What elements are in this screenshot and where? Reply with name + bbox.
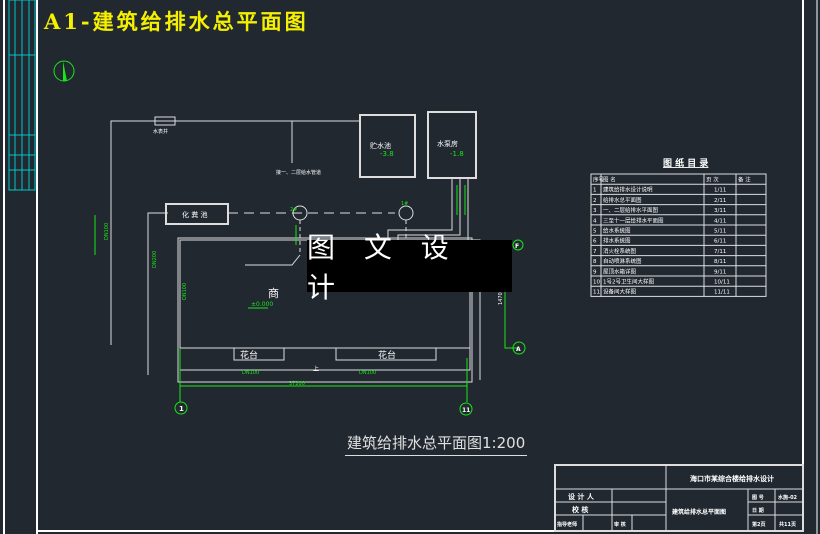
index-cell: 9 bbox=[593, 269, 597, 275]
frame bbox=[3, 0, 818, 534]
index-cell: 8 bbox=[593, 259, 597, 265]
dimension-value: 37200 bbox=[289, 381, 305, 387]
index-cell: 三至十一层给排水平面图 bbox=[603, 216, 664, 224]
index-cell: 建筑给排水设计说明 bbox=[603, 186, 653, 194]
index-cell: 10/11 bbox=[714, 280, 730, 286]
drawing-name: 建筑给排水总平面图 bbox=[672, 508, 726, 516]
index-cell: 7/11 bbox=[714, 249, 726, 255]
index-cell: 6 bbox=[593, 239, 597, 245]
watermark: 图 文 设 计 bbox=[307, 231, 512, 304]
advisor-label: 指导老师 bbox=[557, 521, 577, 528]
index-cell: 11/11 bbox=[714, 290, 730, 296]
floor-elevation: ±0.000 bbox=[251, 301, 273, 308]
index-cell: 3/11 bbox=[714, 208, 726, 214]
date-label: 日 期 bbox=[752, 507, 764, 514]
index-cell: 10 bbox=[593, 280, 600, 286]
checker-label: 校 核 bbox=[572, 505, 588, 514]
index-cell: 5/11 bbox=[714, 229, 726, 235]
pipe-size: DN100 bbox=[182, 283, 188, 300]
plan-scale: 1:200 bbox=[482, 434, 526, 452]
elevation: -1.8 bbox=[450, 150, 464, 158]
index-cell: 4/11 bbox=[714, 218, 726, 224]
pipe-note: 接一、二层给水管道 bbox=[276, 169, 321, 176]
binding-strip-grid bbox=[8, 0, 36, 191]
axis-label: 1 bbox=[179, 405, 184, 413]
pipe-size: DN100 bbox=[242, 370, 259, 376]
index-cell: 屋顶水箱详图 bbox=[603, 267, 637, 275]
index-cell: 1号2号卫生间大样图 bbox=[603, 278, 654, 286]
dimension-value: 14700 bbox=[498, 289, 504, 305]
drawing-index-table bbox=[590, 173, 767, 297]
title-block bbox=[554, 464, 804, 532]
well-label: 1# bbox=[401, 201, 408, 207]
index-cell: 2 bbox=[593, 198, 597, 204]
pipe-size: DN200 bbox=[152, 251, 158, 268]
index-cell: 给排水总平面图 bbox=[603, 196, 642, 204]
room-label: 水泵房 bbox=[437, 139, 458, 148]
review-label: 审 核 bbox=[614, 521, 626, 528]
pipe-size: DN100 bbox=[104, 223, 110, 240]
index-cell: 2/11 bbox=[714, 198, 726, 204]
index-cell: 设备间大样图 bbox=[603, 288, 637, 296]
index-cell: 7 bbox=[593, 249, 597, 255]
project-name: 海口市某综合楼给排水设计 bbox=[690, 474, 774, 483]
index-cell: 一、二层给排水平面图 bbox=[603, 206, 659, 214]
drawing-no: 水施-02 bbox=[777, 494, 798, 501]
index-header: 页 次 bbox=[706, 176, 719, 184]
septic-label: 化 粪 池 bbox=[182, 210, 207, 219]
index-cell: 3 bbox=[593, 208, 597, 214]
index-cell: 1 bbox=[593, 188, 597, 194]
index-cell: 6/11 bbox=[714, 239, 726, 245]
axis-label: A bbox=[516, 346, 521, 353]
index-title: 图 纸 目 录 bbox=[663, 157, 708, 169]
well-label: 2# bbox=[290, 207, 297, 213]
text-labels: 贮水池 -3.8 水泵房 -1.8 化 粪 池 商 ±0.000 花台 花台 上… bbox=[104, 128, 521, 414]
axis-label: 11 bbox=[462, 407, 470, 414]
index-cell: 排水系统图 bbox=[603, 237, 631, 245]
index-header: 序号 bbox=[593, 176, 605, 184]
sheet-number: 第2页 bbox=[752, 521, 765, 528]
planter-label: 花台 bbox=[378, 349, 396, 361]
index-cell: 1/11 bbox=[714, 188, 726, 194]
shop-label: 商 bbox=[268, 286, 279, 300]
north-arrow-icon bbox=[53, 60, 75, 82]
index-cell: 给水系统图 bbox=[603, 227, 631, 235]
drawing-no-label: 图 号 bbox=[752, 494, 764, 501]
index-cell: 5 bbox=[593, 229, 597, 235]
index-cell: 消火栓系统图 bbox=[603, 247, 637, 255]
meter-label: 水表井 bbox=[153, 128, 168, 135]
index-header: 备 注 bbox=[738, 176, 751, 184]
index-cell: 8/11 bbox=[714, 259, 726, 265]
plan-title-text: 建筑给排水总平面图 bbox=[347, 434, 483, 452]
sheet-total: 共11页 bbox=[779, 521, 796, 528]
plan-title: 建筑给排水总平面图1:200 bbox=[345, 432, 528, 456]
axis-label: F bbox=[515, 243, 519, 250]
index-cell: 11 bbox=[593, 290, 600, 296]
up-label: 上 bbox=[313, 365, 319, 373]
index-cell: 自动喷淋系统图 bbox=[603, 257, 642, 265]
elevation: -3.8 bbox=[380, 150, 394, 158]
index-cell: 9/11 bbox=[714, 269, 726, 275]
dimension-lines bbox=[94, 185, 526, 416]
pipe-size: DN100 bbox=[359, 370, 376, 376]
room-label: 贮水池 bbox=[370, 141, 391, 150]
index-header: 图 名 bbox=[603, 176, 616, 184]
planter-label: 花台 bbox=[240, 349, 258, 361]
drawing-title: A1-建筑给排水总平面图 bbox=[44, 9, 309, 34]
designer-label: 设 计 人 bbox=[568, 492, 595, 501]
index-cell: 4 bbox=[593, 218, 597, 224]
